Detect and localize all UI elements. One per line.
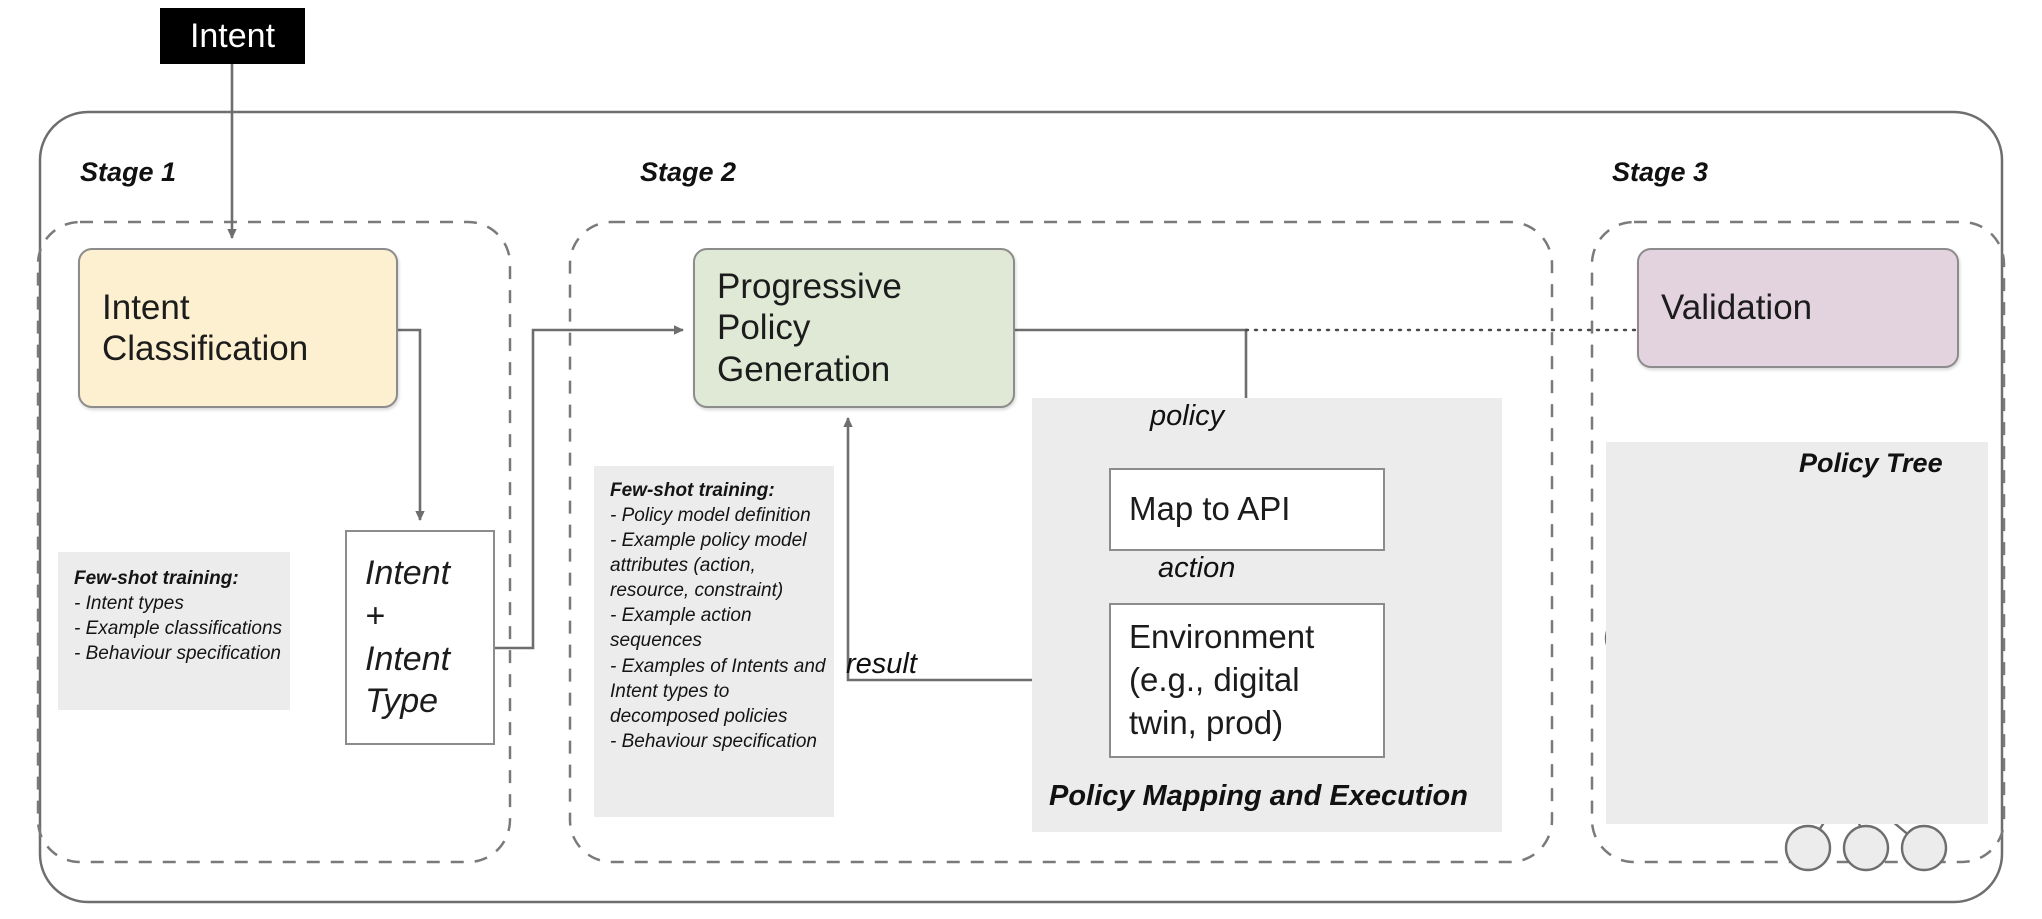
fewshot-item: - Examples of Intents and Intent types t… xyxy=(610,655,826,727)
node-map-to-api[interactable]: Map to API xyxy=(1109,468,1385,551)
policy-tree-node xyxy=(1842,824,1890,872)
stage-3-label: Stage 3 xyxy=(1612,157,1709,187)
node-progressive-policy-generation[interactable]: Progressive Policy Generation xyxy=(693,248,1015,408)
intent-chip: Intent xyxy=(160,8,305,64)
fewshot-panel-stage2 xyxy=(594,466,834,817)
fewshot-panel-stage1 xyxy=(58,552,290,710)
fewshot-item: - Behaviour specification xyxy=(74,643,281,665)
policy-tree-node xyxy=(1900,824,1948,872)
node-validation[interactable]: Validation xyxy=(1637,248,1959,368)
edge-classification-to-intenttype xyxy=(398,328,425,521)
stage-1-label: Stage 1 xyxy=(80,157,177,187)
edge-label-action: action xyxy=(1158,552,1236,584)
fewshot-item: - Behaviour specification xyxy=(610,730,817,752)
node-intent-plus-type[interactable]: Intent + Intent Type xyxy=(345,530,495,745)
fewshot-heading: Few-shot training: xyxy=(74,568,239,589)
fewshot-stage1-text: Few-shot training: - Intent types - Exampl… xyxy=(74,566,284,666)
node-environment[interactable]: Environment (e.g., digital twin, prod) xyxy=(1109,603,1385,758)
fewshot-item: - Intent types xyxy=(74,593,184,615)
fewshot-item: - Example action sequences xyxy=(610,605,752,652)
policy-mapping-caption: Policy Mapping and Execution xyxy=(1049,780,1468,812)
fewshot-item: - Example policy model attributes (actio… xyxy=(610,530,807,602)
node-intent-classification[interactable]: Intent Classification xyxy=(78,248,398,408)
edge-label-result: result xyxy=(846,648,917,680)
fewshot-item: - Example classifications xyxy=(74,618,283,640)
policy-tree-node xyxy=(1784,824,1832,872)
stage-2-label: Stage 2 xyxy=(640,157,737,187)
fewshot-heading: Few-shot training: xyxy=(610,480,775,501)
policy-tree-panel xyxy=(1606,442,1988,824)
policy-tree-caption: Policy Tree xyxy=(1799,448,1943,478)
fewshot-stage2-text: Few-shot training: - Policy model definit… xyxy=(610,478,832,754)
fewshot-item: - Policy model definition xyxy=(610,505,811,527)
edge-label-policy: policy xyxy=(1150,400,1225,432)
